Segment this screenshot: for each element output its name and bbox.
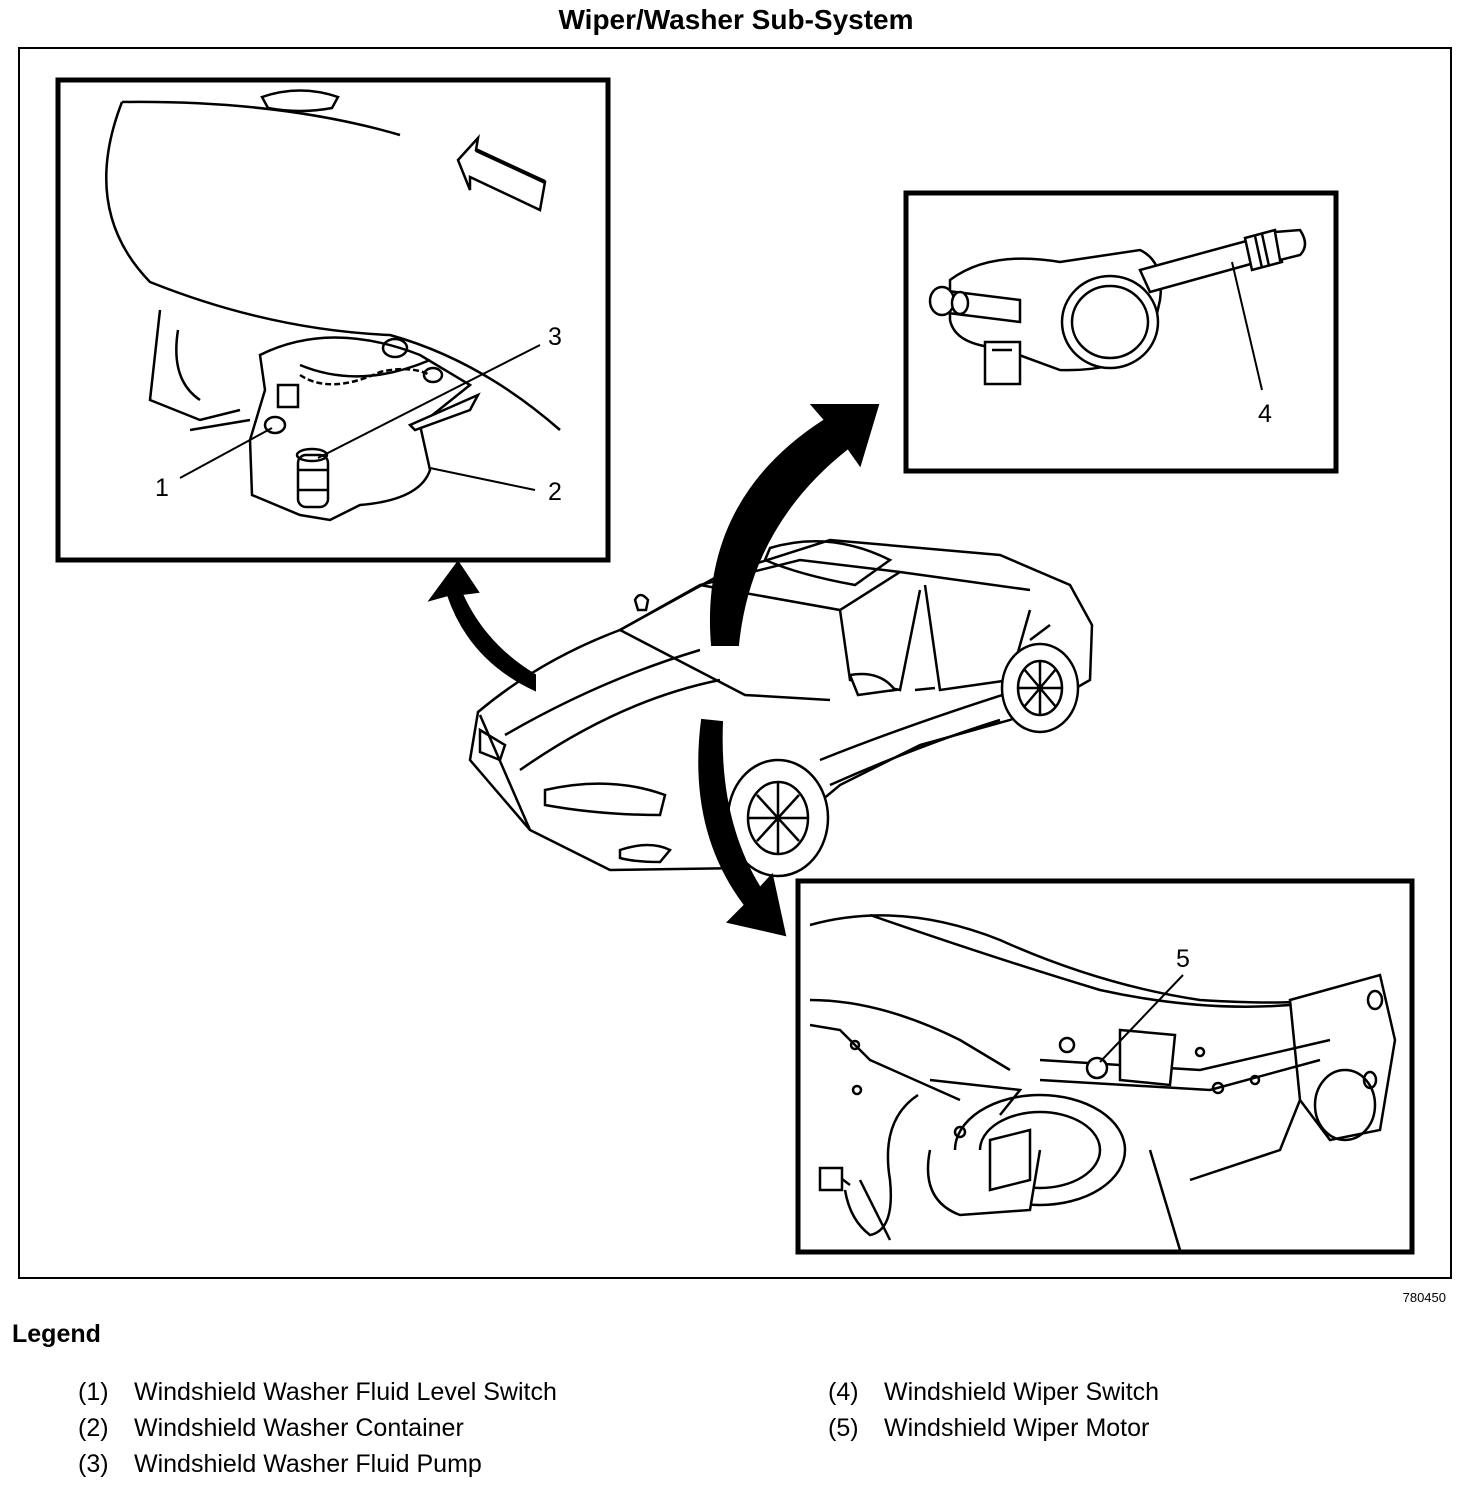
legend-right-column: (4) Windshield Wiper Switch (5) Windshield… [828,1374,1159,1446]
pointer-arrows [427,404,880,937]
legend-item: (4) Windshield Wiper Switch [828,1374,1159,1410]
inset-washer-reservoir [55,77,611,563]
legend-number: (1) [78,1378,109,1406]
outer-frame [18,47,1452,1279]
legend-item: (5) Windshield Wiper Motor [828,1410,1159,1446]
legend-number: (2) [78,1414,109,1442]
inset-wiper-motor [795,878,1415,1255]
diagram-title: Wiper/Washer Sub-System [558,4,914,35]
legend-label: Windshield Wiper Switch [884,1378,1160,1406]
legend-label: Windshield Wiper Motor [884,1414,1150,1442]
legend-number: (4) [828,1378,859,1406]
legend-left-column: (1)Windshield Washer Fluid Level Switch … [78,1374,557,1482]
legend-number: (5) [828,1414,859,1442]
callout-3: 3 [548,323,562,351]
legend-item: (3) Windshield Washer Fluid Pump [78,1446,557,1482]
figure-id: 780450 [1402,1290,1446,1305]
legend-item: (2) Windshield Washer Container [78,1410,557,1446]
vehicle-illustration [468,538,1094,878]
callout-5: 5 [1176,945,1190,973]
legend-label: Windshield Washer Fluid Pump [134,1450,482,1478]
legend-label: Windshield Washer Fluid Level Switch [134,1378,557,1406]
legend-item: (1) Windshield Washer Fluid Level Switch [78,1374,557,1410]
diagram-figure: 1 2 3 4 5 [18,47,1452,1279]
legend-heading: Legend [12,1320,101,1348]
callout-4: 4 [1258,400,1272,428]
callout-2: 2 [548,478,562,506]
callout-1: 1 [155,474,169,502]
legend-label: Windshield Washer Container [134,1414,464,1442]
inset-wiper-switch [903,190,1339,474]
legend-number: (3) [78,1450,109,1478]
